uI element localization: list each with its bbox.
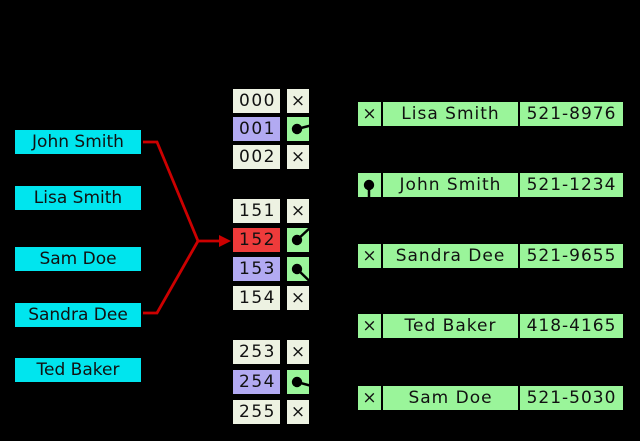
hash-arrow-sandra-to-152 [143,240,200,315]
entry-phone: 521-8976 [518,100,625,128]
bucket-pointer-slot [285,226,311,254]
entry-lisa-smith: × Lisa Smith 521-8976 [356,100,625,128]
null-pointer-x: × [356,242,383,270]
entry-name: John Smith [381,171,520,199]
bucket-index-151: 151 [231,197,282,225]
null-pointer-x: × [285,398,311,426]
bucket-row-255: 255 × [231,398,311,426]
bucket-index-001: 001 [231,115,282,143]
null-pointer-x: × [356,384,383,412]
entry-name: Lisa Smith [381,100,520,128]
entry-sandra-dee: × Sandra Dee 521-9655 [356,242,625,270]
hash-arrow-john-to-152 [143,140,219,243]
bucket-index-255: 255 [231,398,282,426]
bucket-row-154: 154 × [231,284,311,312]
bucket-pointer-slot [285,255,311,283]
null-pointer-x: × [285,143,311,171]
bucket-row-002: 002 × [231,143,311,171]
bucket-row-254: 254 [231,368,311,396]
bucket-row-000: 000 × [231,87,311,115]
bucket-index-154: 154 [231,284,282,312]
bucket-pointer-slot [285,115,311,143]
bucket-index-002: 002 [231,143,282,171]
bucket-row-153: 153 [231,255,311,283]
null-pointer-x: × [285,87,311,115]
bucket-index-152-collision: 152 [231,226,282,254]
key-john-smith: John Smith [13,128,143,156]
entry-john-smith: John Smith 521-1234 [356,171,625,199]
entry-name: Ted Baker [381,312,520,340]
entry-phone: 418-4165 [518,312,625,340]
bucket-group-000: 000 × 001 002 × [231,87,311,171]
key-lisa-smith: Lisa Smith [13,184,143,212]
entry-name: Sam Doe [381,384,520,412]
bucket-index-000: 000 [231,87,282,115]
entry-name: Sandra Dee [381,242,520,270]
bucket-group-151: 151 × 152 153 154 × [231,197,311,313]
bucket-pointer-slot [285,368,311,396]
null-pointer-x: × [285,197,311,225]
bucket-group-253: 253 × 254 255 × [231,338,311,428]
bucket-row-151: 151 × [231,197,311,225]
bucket-index-153: 153 [231,255,282,283]
key-sandra-dee: Sandra Dee [13,301,143,329]
hash-function-arrows [143,140,231,315]
bucket-row-001: 001 [231,115,311,143]
null-pointer-x: × [356,100,383,128]
bucket-row-152: 152 [231,226,311,254]
key-ted-baker: Ted Baker [13,356,143,384]
null-pointer-x: × [285,338,311,366]
entry-sam-doe: × Sam Doe 521-5030 [356,384,625,412]
entry-phone: 521-1234 [518,171,625,199]
bucket-index-253: 253 [231,338,282,366]
null-pointer-x: × [285,284,311,312]
key-sam-doe: Sam Doe [13,245,143,273]
arrowhead-152 [219,235,231,247]
bucket-index-254: 254 [231,368,282,396]
entry-phone: 521-5030 [518,384,625,412]
next-pointer-slot [356,171,383,199]
entry-phone: 521-9655 [518,242,625,270]
bucket-row-253: 253 × [231,338,311,366]
entry-ted-baker: × Ted Baker 418-4165 [356,312,625,340]
null-pointer-x: × [356,312,383,340]
